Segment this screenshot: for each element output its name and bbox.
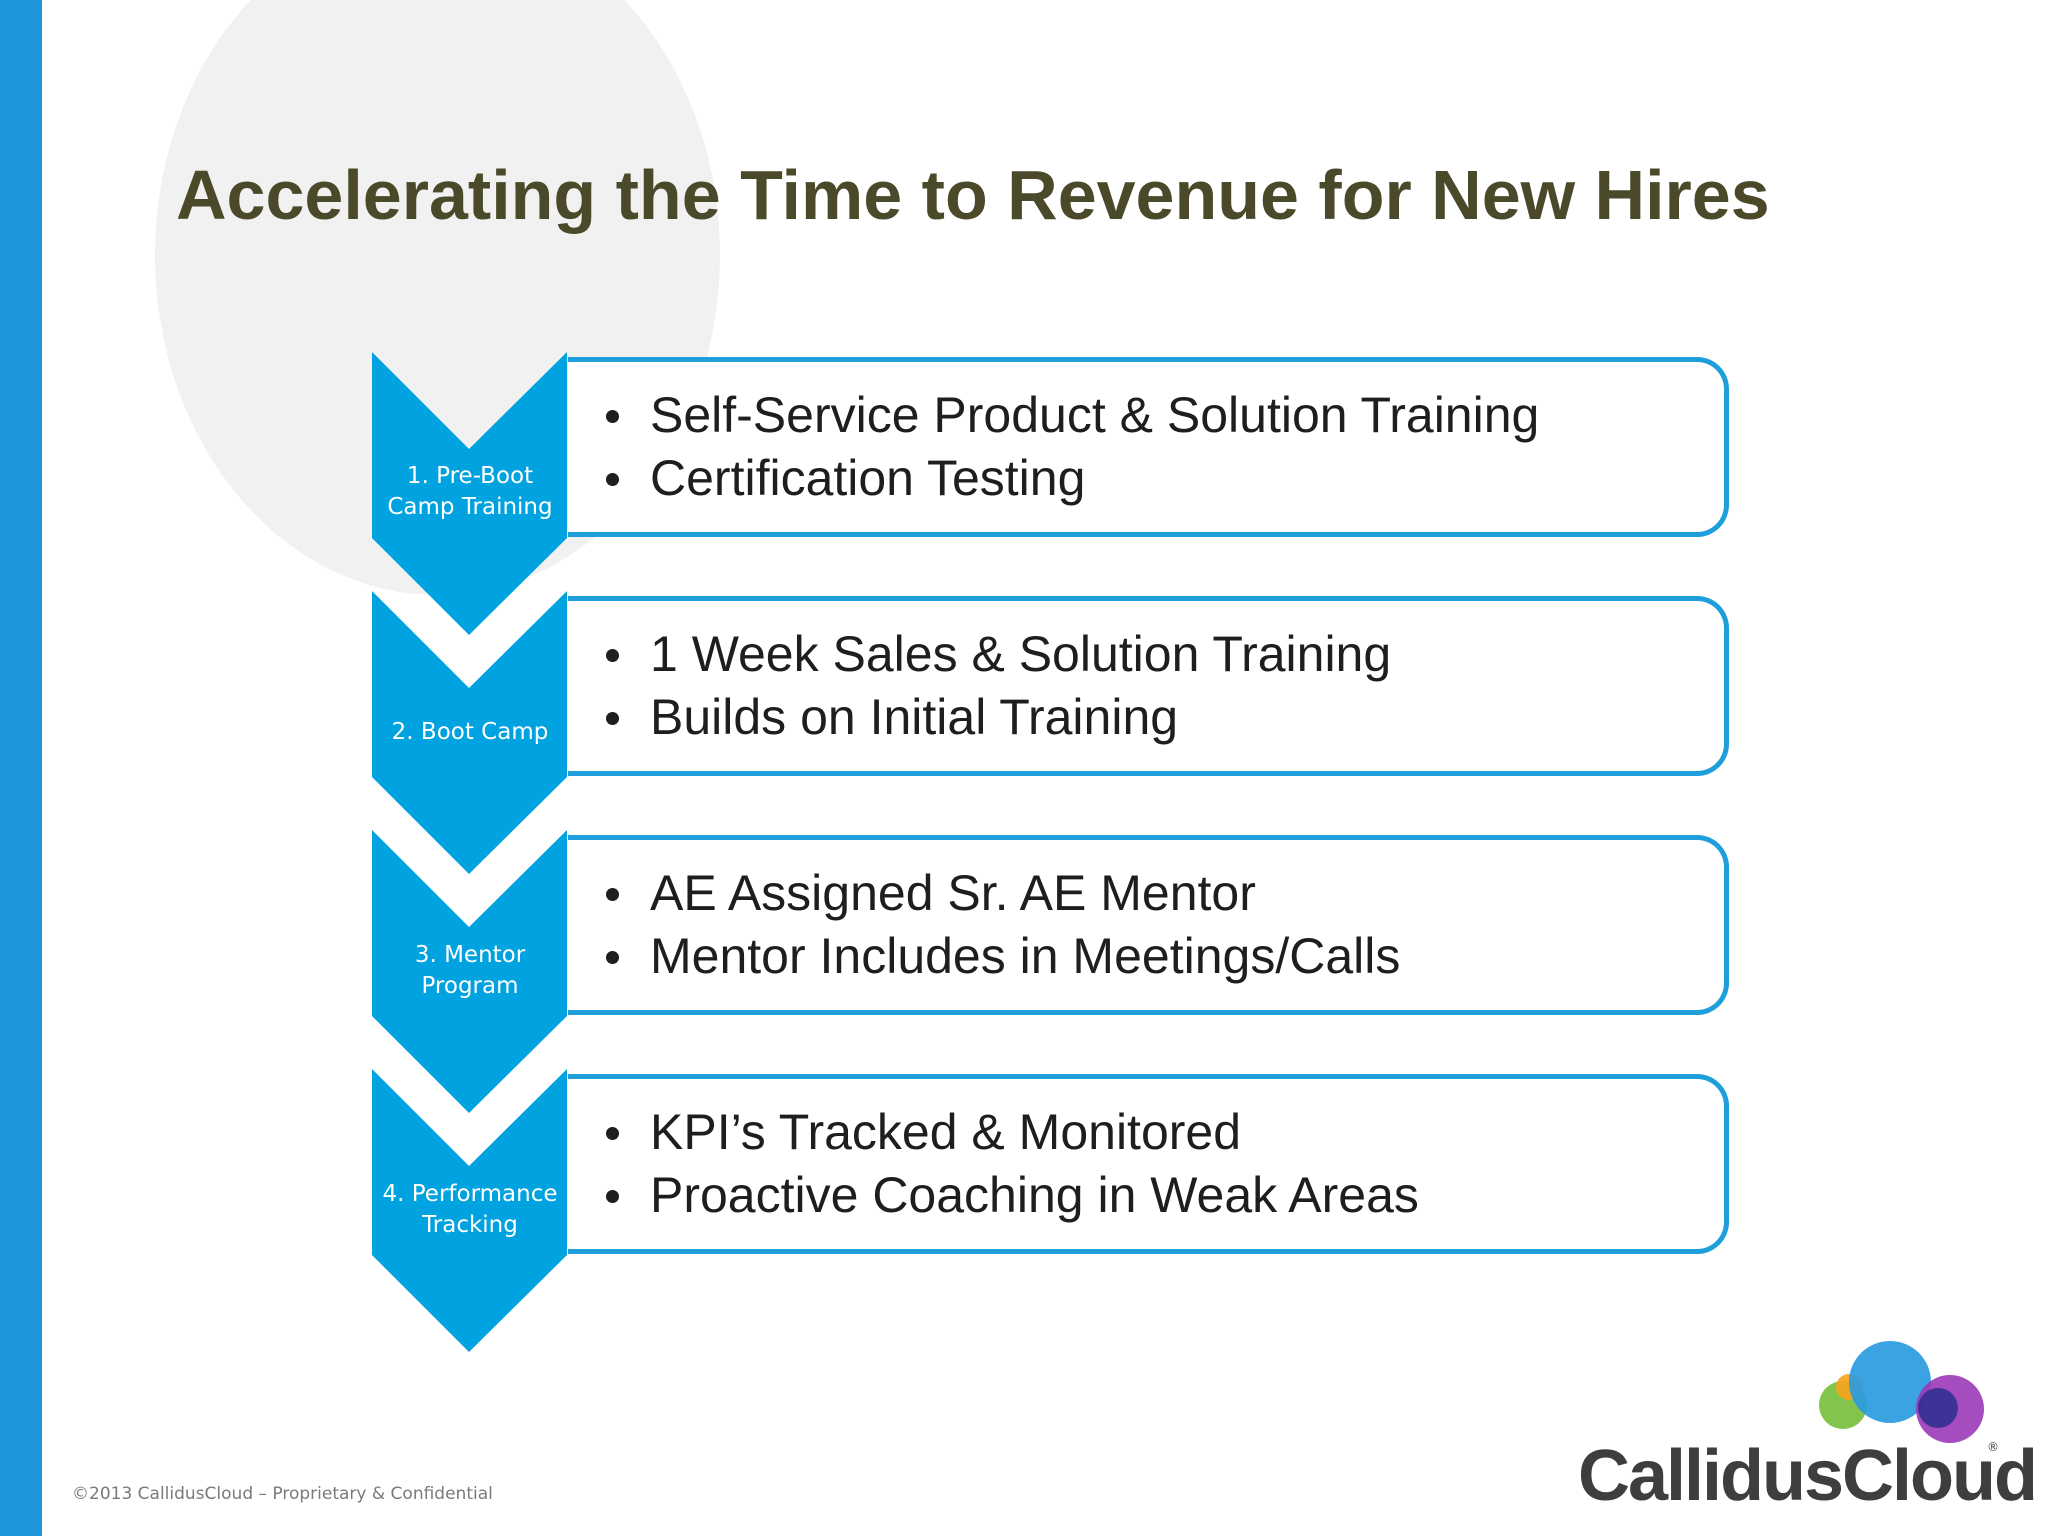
bullet-text: Self-Service Product & Solution Training [650,387,1540,443]
step-box-1: Self-Service Product & Solution Training… [568,357,1729,537]
step-label-2: 2. Boot Camp [370,717,570,748]
step-4-bullets: KPI’s Tracked & Monitored Proactive Coac… [604,1101,1419,1227]
step-2-bullets: 1 Week Sales & Solution Training Builds … [604,623,1391,749]
bullet-text: KPI’s Tracked & Monitored [650,1104,1242,1160]
bullet-dot [606,888,619,901]
bullet-dot [606,473,619,486]
slide-title: Accelerating the Time to Revenue for New… [176,156,1770,234]
step-chevron-4 [372,1069,567,1352]
bullet-text: Certification Testing [650,450,1086,506]
step-label-1-line-1: 1. Pre-Boot [406,463,534,489]
bullet-dot [606,649,619,662]
bullet-dot [606,951,619,964]
step-label-4-line-1: 4. Performance [382,1181,558,1207]
step-box-2: 1 Week Sales & Solution Training Builds … [568,596,1729,776]
step-chevron-3 [372,830,567,1113]
step-label-3-line-2: Program [421,973,519,999]
bullet-item: AE Assigned Sr. AE Mentor [604,862,1400,925]
step-label-3-line-1: 3. Mentor [414,942,526,968]
bullet-dot [606,410,619,423]
bullet-dot [606,712,619,725]
step-3-bullets: AE Assigned Sr. AE Mentor Mentor Include… [604,862,1400,988]
bullet-text: AE Assigned Sr. AE Mentor [650,865,1256,921]
bullet-item: Proactive Coaching in Weak Areas [604,1164,1419,1227]
bullet-item: KPI’s Tracked & Monitored [604,1101,1419,1164]
callidus-cloud-logo-icon [1819,1341,1984,1443]
step-label-3: 3. Mentor Program [370,940,570,1002]
bullet-dot [606,1127,619,1140]
step-chevron-1 [372,352,567,635]
bullet-item: Builds on Initial Training [604,686,1391,749]
bullet-dot [606,1190,619,1203]
bullet-item: 1 Week Sales & Solution Training [604,623,1391,686]
step-label-2-line-1: 2. Boot Camp [391,719,549,745]
step-box-4: KPI’s Tracked & Monitored Proactive Coac… [568,1074,1729,1254]
step-label-1: 1. Pre-Boot Camp Training [370,461,570,523]
step-label-4: 4. Performance Tracking [370,1179,570,1241]
step-box-3: AE Assigned Sr. AE Mentor Mentor Include… [568,835,1729,1015]
bullet-text: Mentor Includes in Meetings/Calls [650,928,1401,984]
step-1-bullets: Self-Service Product & Solution Training… [604,384,1539,510]
bullet-item: Certification Testing [604,447,1539,510]
step-label-1-line-2: Camp Training [387,494,553,520]
bullet-text: Builds on Initial Training [650,689,1179,745]
copyright-footer: ©2013 CallidusCloud – Proprietary & Conf… [72,1484,493,1504]
bullet-text: 1 Week Sales & Solution Training [650,626,1392,682]
bullet-item: Mentor Includes in Meetings/Calls [604,925,1400,988]
bullet-text: Proactive Coaching in Weak Areas [650,1167,1419,1223]
step-chevron-2 [372,591,567,874]
logo-wordmark: CallidusCloud [1578,1436,2038,1516]
bullet-item: Self-Service Product & Solution Training [604,384,1539,447]
registered-mark: ® [1987,1440,1999,1454]
left-accent-bar [0,0,42,1536]
step-label-4-line-2: Tracking [422,1212,518,1238]
